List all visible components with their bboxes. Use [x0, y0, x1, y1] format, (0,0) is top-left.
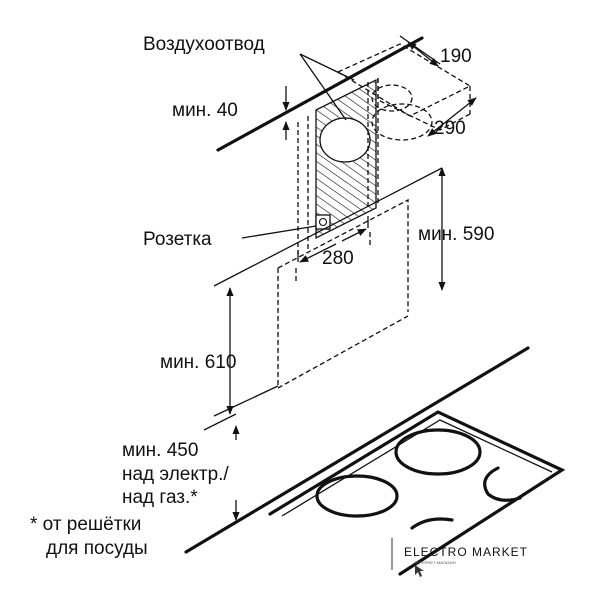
air-duct-label: Воздухоотвод — [143, 34, 265, 55]
min-610-label: мин. 610 — [160, 352, 236, 373]
dim-190 — [399, 35, 441, 67]
hood-body — [277, 198, 409, 389]
socket — [315, 214, 331, 230]
footnote-line1: * от решётки — [30, 514, 141, 535]
watermark: ELECTRO MARKET ИНТЕРНЕТ-МАГАЗИН — [391, 538, 528, 577]
dim-280-label: 280 — [322, 248, 354, 269]
min-40-label: мин. 40 — [172, 100, 238, 121]
watermark-subtext: ИНТЕРНЕТ-МАГАЗИН — [414, 560, 456, 565]
ceiling-line — [216, 36, 424, 152]
dim-290-label: 290 — [434, 118, 466, 139]
air-duct-leader-1 — [299, 53, 347, 121]
dim-290 — [427, 97, 477, 137]
min-590-label: мин. 590 — [418, 224, 494, 245]
over-electric-label: над электр./ — [122, 464, 229, 485]
air-duct-leader-2 — [299, 53, 355, 81]
socket-leader — [241, 225, 317, 239]
dim-280 — [297, 216, 369, 263]
cursor-icon — [415, 565, 424, 577]
over-gas-label: над газ.* — [122, 487, 198, 508]
dim-190-label: 190 — [440, 46, 472, 67]
socket-label: Розетка — [143, 229, 212, 250]
watermark-text: ELECTRO MARKET — [404, 545, 528, 559]
min-450-label: мин. 450 — [122, 440, 198, 461]
worktop — [184, 346, 566, 576]
hood-bottom-ref-line — [213, 385, 279, 417]
hood-top-ref-line — [213, 167, 443, 287]
footnote-line2: для посуды — [46, 538, 148, 559]
hob-ref-line — [203, 413, 237, 431]
chimney-duct — [297, 43, 472, 254]
